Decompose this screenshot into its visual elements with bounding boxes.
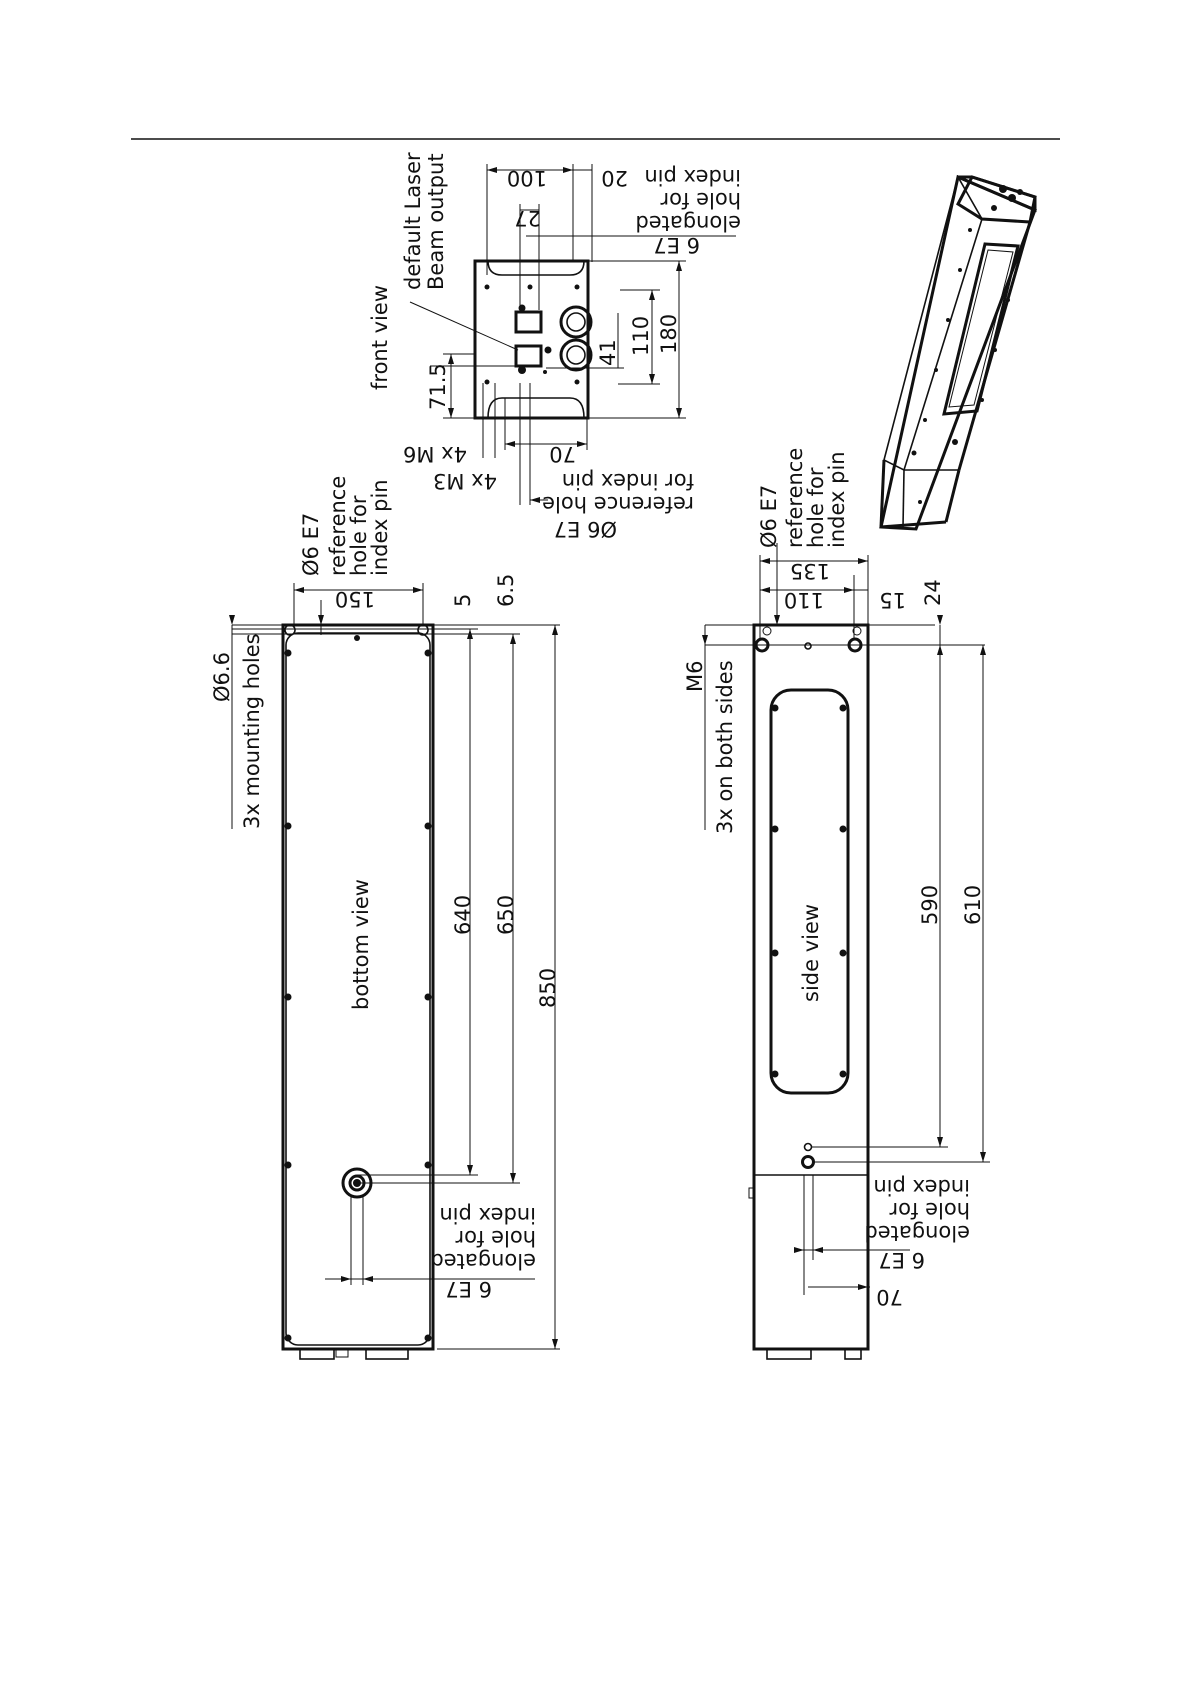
side-window [769,688,850,1095]
bottom-mounting-note: 3x mounting holes [240,633,264,829]
side-dim-15: 15 [879,588,906,612]
bottom-elongated-line3: elongated [430,1249,536,1273]
front-view-group: front view default Laser Beam output 71.… [368,152,741,541]
side-reference-line3: index pin [825,451,849,548]
side-dim-590: 590 [918,885,942,925]
side-reference-line1: reference [783,448,807,548]
connector-2 [559,338,593,372]
bottom-view-group: bottom view 640 650 850 5 6.5 Ø6 E7 refe… [210,476,560,1360]
bottom-dim-640: 640 [451,895,475,935]
beam-output-block [514,310,543,334]
front-dim-20: 20 [601,166,628,190]
bottom-reference-line2: hole for [347,495,371,576]
front-dim-71-5: 71.5 [426,363,450,410]
bottom-dim-6e7: 6 E7 [445,1277,492,1301]
bottom-elongated-line1: index pin [439,1203,536,1227]
front-dim-100: 100 [507,166,547,190]
side-dim-70: 70 [876,1285,903,1309]
front-elongated-line1: index pin [644,165,741,189]
bottom-view-title: bottom view [349,879,373,1010]
bottom-dim-6-5: 6.5 [494,574,518,607]
side-m6: M6 [683,661,707,692]
laser-output-line2: Beam output [424,153,448,290]
bottom-reference-line1: reference [326,476,350,576]
side-elongated-line1: index pin [873,1175,970,1199]
front-dim-70: 70 [549,442,576,466]
front-dim-110: 110 [629,316,653,356]
front-dim-180: 180 [657,314,681,354]
bottom-reference-line3: index pin [368,479,392,576]
front-view-title: front view [368,285,392,390]
front-dim-41: 41 [596,339,620,366]
side-dim-110: 110 [784,588,824,612]
side-reference-line2: hole for [804,467,828,548]
side-phi6e7: Ø6 E7 [757,485,781,548]
side-elongated-line2: hole for [889,1198,970,1222]
front-dim-27: 27 [514,206,541,230]
front-dim-6e7: 6 E7 [653,233,700,257]
side-elongated-line3: elongated [864,1221,970,1245]
front-view-body [473,259,590,420]
front-dim-m3: 4x M3 [433,469,497,493]
front-phi6e7: Ø6 E7 [554,517,617,541]
front-elongated-line2: hole for [660,188,741,212]
isometric-view [879,174,1037,531]
side-view-title: side view [799,904,823,1002]
front-reference-line2: reference hole [542,492,694,516]
bottom-mounting-diameter: Ø6.6 [210,652,234,702]
bottom-dim-850: 850 [536,968,560,1008]
side-index-pin [801,1155,815,1169]
front-elongated-line3: elongated [635,211,741,235]
bottom-dim-650: 650 [494,895,518,935]
bottom-dim-5: 5 [451,594,475,607]
side-dim-135: 135 [790,559,830,583]
side-m6-note: 3x on both sides [713,660,737,834]
bottom-dim-150: 150 [335,587,375,611]
side-view-group: side view 590 610 24 Ø6 E7 reference hol… [683,448,990,1360]
laser-output-line1: default Laser [401,152,425,290]
front-reference-line1: for index pin [562,469,694,493]
side-dim-610: 610 [961,885,985,925]
side-dim-6e7: 6 E7 [878,1248,925,1272]
bottom-phi6e7: Ø6 E7 [299,513,323,576]
connector-1 [559,305,593,339]
bottom-elongated-line2: hole for [455,1226,536,1250]
front-dim-m6: 4x M6 [403,442,467,466]
side-dim-24: 24 [921,579,945,606]
